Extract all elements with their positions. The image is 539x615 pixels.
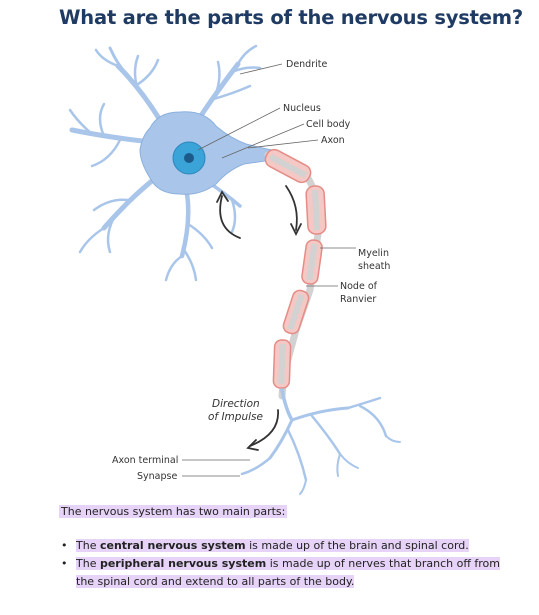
label-cell-body: Cell body xyxy=(306,119,351,130)
parts-list: • The central nervous system is made up … xyxy=(59,537,509,591)
label-node-line1: Node of xyxy=(340,281,378,292)
leader-lines xyxy=(182,63,356,477)
label-myelin-line1: Myelin xyxy=(358,248,389,259)
intro-text: The nervous system has two main parts: xyxy=(59,504,288,519)
neuron-illustration: Dendrite Nucleus Cell body Axon Myelin s… xyxy=(68,44,401,495)
term-peripheral-nervous-system: peripheral nervous system xyxy=(99,557,267,570)
label-axon-terminal: Axon terminal xyxy=(112,455,178,466)
label-node-line2: Ranvier xyxy=(340,294,376,305)
label-synapse: Synapse xyxy=(137,471,177,482)
label-axon: Axon xyxy=(321,135,345,146)
term-central-nervous-system: central nervous system xyxy=(99,539,246,552)
list-item-central: • The central nervous system is made up … xyxy=(59,537,509,555)
direction-arrows xyxy=(216,185,302,451)
list-item-peripheral: • The peripheral nervous system is made … xyxy=(59,555,509,591)
page-title: What are the parts of the nervous system… xyxy=(59,6,524,29)
axon-terminal xyxy=(240,388,401,495)
neuron-diagram: Dendrite Nucleus Cell body Axon Myelin s… xyxy=(0,38,539,500)
label-direction-line1: Direction xyxy=(212,398,260,410)
cell-body xyxy=(139,111,273,195)
list-item-text: The central nervous system is made up of… xyxy=(76,539,469,552)
bullet-icon: • xyxy=(61,539,68,552)
label-nucleus: Nucleus xyxy=(283,103,321,114)
list-item-text: The peripheral nervous system is made up… xyxy=(76,557,500,588)
bullet-icon: • xyxy=(61,557,68,570)
label-dendrite: Dendrite xyxy=(286,59,327,70)
nucleolus xyxy=(184,153,194,163)
intro-highlight: The nervous system has two main parts: xyxy=(59,505,288,518)
label-myelin-line2: sheath xyxy=(358,261,390,272)
label-direction-line2: of Impulse xyxy=(208,411,263,423)
axon xyxy=(264,148,327,400)
myelin-sheath xyxy=(264,148,327,389)
